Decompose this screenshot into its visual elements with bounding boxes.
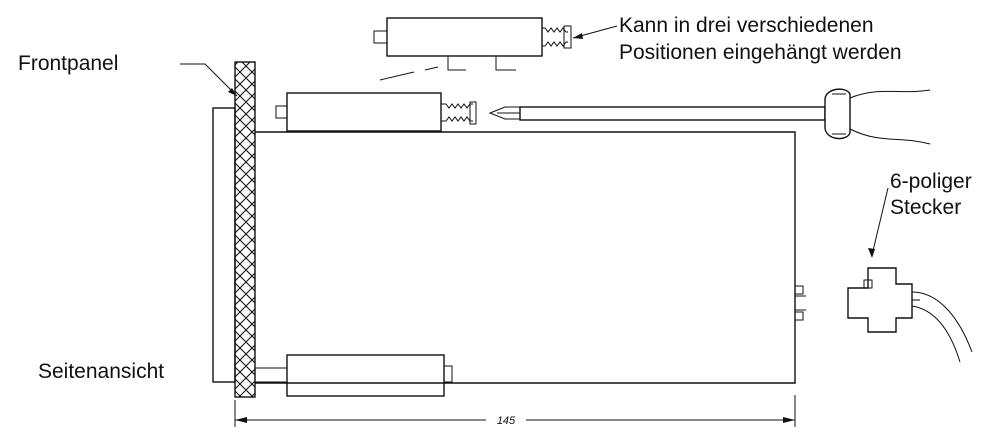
- dimension-label: 145: [497, 415, 516, 427]
- front-bezel: [212, 107, 236, 383]
- side-view-label: Seitenansicht: [38, 360, 164, 383]
- detached-mounting-clip: [373, 17, 572, 71]
- dimension-145: 145: [234, 395, 796, 427]
- screwdriver: [488, 88, 931, 145]
- mounting-clip-bottom: [254, 354, 453, 397]
- six-pin-connector: [847, 267, 973, 363]
- leader-frontpanel: [180, 63, 238, 97]
- mounting-clip-top: [275, 92, 477, 132]
- positions-label-line1: Kann in drei verschiedenen: [619, 14, 874, 37]
- motion-hint-lines: [379, 66, 439, 81]
- positions-label-line2: Positionen eingehängt werden: [619, 41, 902, 64]
- leader-positions: [572, 25, 618, 39]
- connector-label-line2: Stecker: [890, 196, 961, 219]
- frontpanel-label: Frontpanel: [18, 52, 118, 75]
- leader-connector: [868, 187, 889, 258]
- connector-label-line1: 6-poliger: [890, 170, 972, 193]
- front-panel-wall: [234, 61, 256, 398]
- device-housing: [255, 131, 806, 384]
